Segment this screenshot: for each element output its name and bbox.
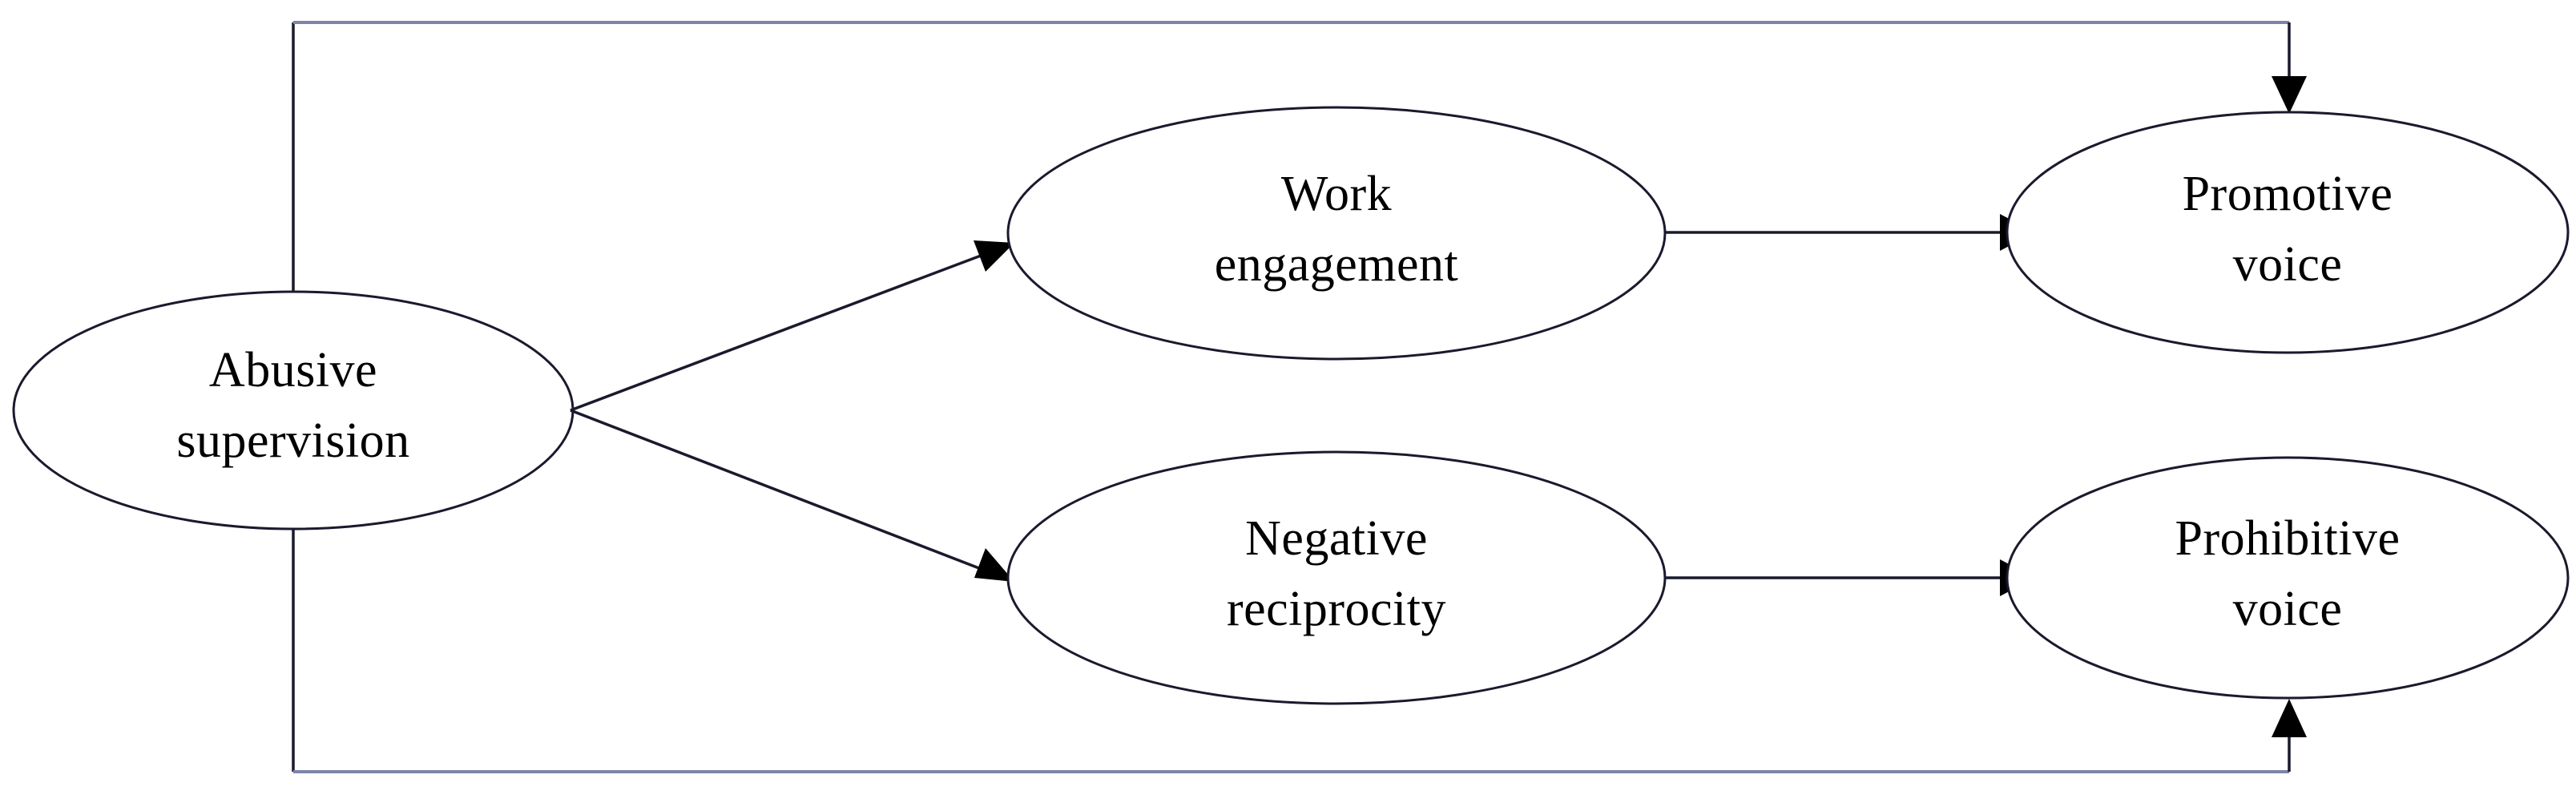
edge-work-engagement-to-promotive-voice	[1660, 214, 2035, 251]
node-prohibitive-voice[interactable]: Prohibitive voice	[2006, 456, 2570, 700]
abusive-supervision-label-line1: Abusive	[209, 343, 377, 397]
arrow-head-into-promotive-voice	[2272, 76, 2307, 114]
abusive-supervision-label-line2: supervision	[176, 414, 409, 468]
node-promotive-voice[interactable]: Promotive voice	[2006, 111, 2570, 354]
node-negative-reciprocity[interactable]: Negative reciprocity	[1006, 450, 1667, 705]
negative-reciprocity-label-line2: reciprocity	[1227, 582, 1446, 636]
prohibitive-voice-label-line1: Prohibitive	[2175, 511, 2400, 566]
prohibitive-voice-label-line2: voice	[2233, 582, 2343, 636]
work-engagement-ellipse[interactable]	[1006, 106, 1667, 361]
node-work-engagement[interactable]: Work engagement	[1006, 106, 1667, 361]
edge-negative-reciprocity-to-prohibitive-voice	[1660, 559, 2035, 596]
node-abusive-supervision[interactable]: Abusive supervision	[12, 290, 574, 531]
edge-abusive-supervision-to-work-engagement	[570, 240, 1014, 412]
work-engagement-label-line1: Work	[1281, 167, 1392, 221]
arrow-head-into-negative-reciprocity	[974, 548, 1014, 582]
edge-line-as-we	[570, 249, 994, 412]
negative-reciprocity-ellipse[interactable]	[1006, 450, 1667, 705]
promotive-voice-label-line1: Promotive	[2183, 167, 2393, 221]
edge-abusive-supervision-to-negative-reciprocity	[570, 409, 1014, 582]
abusive-supervision-ellipse[interactable]	[12, 290, 574, 531]
work-engagement-label-line2: engagement	[1215, 237, 1459, 292]
arrow-head-into-work-engagement	[974, 240, 1014, 272]
promotive-voice-label-line2: voice	[2233, 237, 2343, 292]
prohibitive-voice-ellipse[interactable]	[2006, 456, 2570, 700]
promotive-voice-ellipse[interactable]	[2006, 111, 2570, 354]
arrow-head-into-prohibitive-voice	[2272, 699, 2307, 737]
negative-reciprocity-label-line1: Negative	[1245, 511, 1428, 566]
edge-line-as-nr	[570, 409, 994, 575]
